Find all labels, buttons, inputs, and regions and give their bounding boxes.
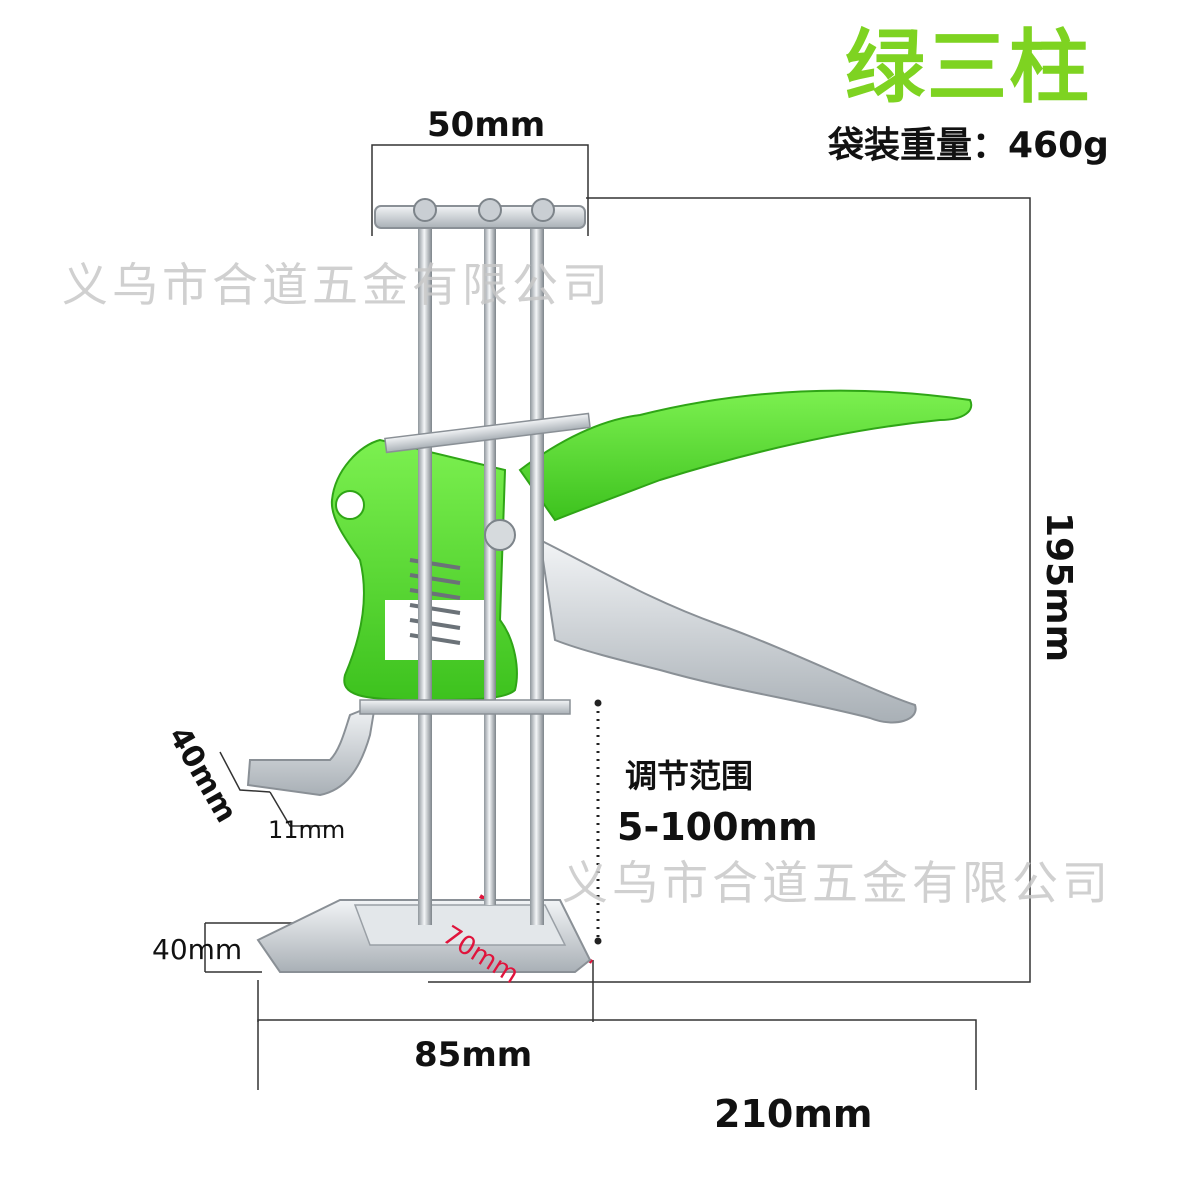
watermark-bottom: 义乌市合道五金有限公司	[562, 856, 1112, 910]
spring	[409, 558, 461, 645]
dimension-base-height: 40mm	[152, 933, 243, 966]
lower-handle	[538, 538, 917, 724]
dimension-total-width: 210mm	[714, 1092, 873, 1136]
product-title: 绿三柱	[845, 21, 1091, 114]
dimension-lines	[204, 144, 1031, 1090]
upper-handle	[518, 389, 973, 522]
watermark-top: 义乌市合道五金有限公司	[62, 258, 612, 312]
adjust-range-value: 5-100mm	[617, 805, 818, 849]
bagged-weight: 袋装重量：460g	[828, 125, 1109, 166]
dimension-height: 195mm	[1038, 512, 1079, 663]
rod-right	[530, 215, 544, 925]
rod-left	[418, 215, 432, 925]
foot-plate	[246, 703, 377, 797]
adjust-range-label: 调节范围	[625, 757, 754, 795]
rod-center	[484, 215, 496, 905]
dimension-top-width: 50mm	[427, 105, 546, 145]
dimension-base-width: 85mm	[414, 1035, 533, 1075]
dimension-foot-depth: 11mm	[268, 816, 346, 844]
